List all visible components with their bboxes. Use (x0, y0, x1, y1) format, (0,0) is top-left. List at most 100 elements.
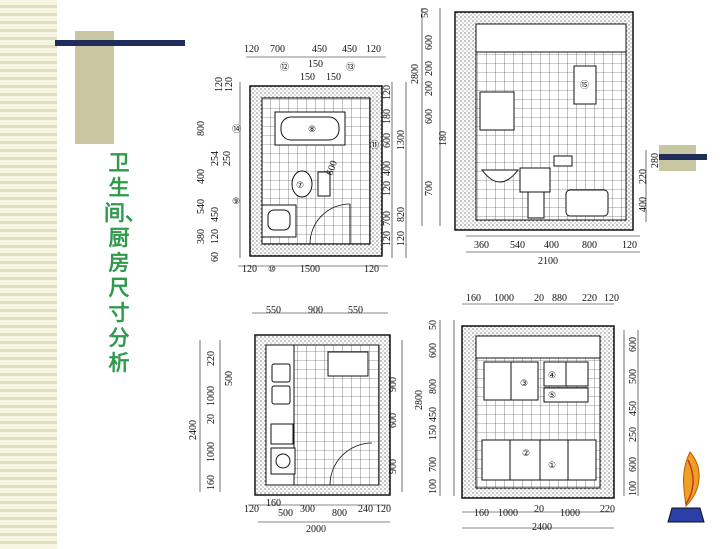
dim-label: 160 (206, 475, 217, 490)
kitchen-elevation (439, 303, 639, 529)
dim-label: 2800 (414, 390, 425, 410)
bathroom-plan-bottom-dims: 120 1500 120 (242, 264, 379, 275)
dim-label: 120 (224, 77, 235, 92)
dim-label: 300 (300, 504, 315, 515)
dim-label: 600 (428, 343, 439, 358)
dim-label: 550 (266, 305, 281, 316)
bathroom-elev-left-dims: 50 600 200 200 600 180 700 2800 (410, 8, 449, 196)
dim-label: 1000 (206, 386, 217, 406)
dim-label: 450 (312, 44, 327, 55)
dim-label: 200 (424, 81, 435, 96)
dim-label: 120 (622, 240, 637, 251)
dim-label: 800 (196, 121, 207, 136)
bathroom-plan (238, 56, 407, 267)
dim-label: 220 (582, 293, 597, 304)
kitchen-plan-bottom-dims: 120 160 500 300 800 240 120 2000 (244, 498, 391, 535)
dim-label: 254 (210, 151, 221, 166)
quill-ink-icon (667, 451, 705, 523)
dim-label: 700 (424, 181, 435, 196)
kitchen-plan-left-dims: 220 500 1000 20 1000 160 2400 (188, 351, 235, 490)
kitchen-elev-top-dims: 160 1000 20 880 220 120 (466, 293, 619, 304)
fixture-label: ⑮ (580, 80, 589, 91)
dim-label: 50 (420, 8, 431, 18)
decorative-navy-bar (55, 40, 185, 46)
kitchen-elev-labels: ④ ⑤ ③ ② ① (520, 371, 556, 471)
dim-label: 450 (342, 44, 357, 55)
dim-label: 600 (628, 457, 639, 472)
dim-label: 160 (266, 498, 281, 509)
dim-label: 600 (424, 35, 435, 50)
dim-label: 160 (474, 508, 489, 519)
dim-label: 120 (382, 85, 393, 100)
dim-label: 600 (324, 159, 339, 177)
dim-label: 2000 (306, 524, 326, 535)
decorative-stripes (0, 0, 57, 549)
dim-label: 250 (628, 427, 639, 442)
bathroom-elev-right-dims: 280 220 400 ⑮ (580, 80, 661, 212)
dim-label: 120 (382, 231, 393, 246)
dim-label: 900 (308, 305, 323, 316)
dim-label: 880 (552, 293, 567, 304)
dim-label: 20 (534, 293, 544, 304)
dim-label: 120 (376, 504, 391, 515)
bathroom-elev-bottom-dims: 360 540 400 800 120 2100 (474, 240, 637, 267)
dim-label: 540 (510, 240, 525, 251)
dim-label: 540 (196, 199, 207, 214)
fixture-label: ③ (520, 379, 528, 389)
dim-label: 800 (582, 240, 597, 251)
dim-label: 450 (210, 207, 221, 222)
dim-label: 20 (534, 504, 544, 515)
fixture-label: ④ (548, 371, 556, 381)
bathroom-elevation (421, 8, 647, 253)
bathroom-plan-labels: ⑫ ⑬ ⑧ ⑪ ⑭ ⑦ ⑨ ⑩ 600 (232, 62, 379, 275)
dim-label: 20 (206, 414, 217, 424)
dim-label: 600 (388, 413, 399, 428)
dim-label: 1500 (300, 264, 320, 275)
dim-label: 2400 (532, 522, 552, 533)
kitchen-elev-bottom-dims: 160 1000 20 1000 220 2400 (474, 504, 615, 533)
bathroom-plan-right-dims: 120 180 600 400 120 700 1300 820 120 120 (382, 85, 407, 246)
dim-label: 50 (428, 320, 439, 330)
dim-label: 250 (222, 151, 233, 166)
kitchen-elev-right-dims: 600 500 450 250 600 100 (628, 337, 639, 496)
dim-label: 700 (382, 211, 393, 226)
fixture-label: ⑭ (232, 124, 241, 135)
dim-label: 1000 (206, 442, 217, 462)
fixture-label: ⑧ (308, 125, 316, 135)
dim-label: 60 (210, 252, 221, 262)
dim-label: 120 (244, 504, 259, 515)
fixture-label: ② (522, 449, 530, 459)
bathroom-plan-top-dims: 120 700 450 450 120 150 150 150 (244, 44, 381, 83)
dim-label: 180 (438, 131, 449, 146)
dim-label: 600 (628, 337, 639, 352)
fixture-label: ⑩ (268, 265, 276, 275)
kitchen-elev-left-dims: 50 600 800 450 150 700 100 2800 (414, 320, 439, 494)
decorative-olive-block (75, 31, 114, 144)
slide-title: 卫生间、厨房尺寸分析 (104, 150, 146, 375)
dim-label: 400 (382, 161, 393, 176)
dim-label: 180 (382, 109, 393, 124)
dim-label: 2400 (188, 420, 199, 440)
dim-label: 900 (388, 459, 399, 474)
dim-label: 280 (650, 153, 661, 168)
dim-label: 500 (278, 508, 293, 519)
fixture-label: ⑬ (346, 62, 355, 73)
dim-label: 120 (604, 293, 619, 304)
dim-label: 120 (396, 231, 407, 246)
dim-label: 120 (242, 264, 257, 275)
dim-label: 700 (428, 457, 439, 472)
dim-label: 150 (326, 72, 341, 83)
decorative-navy-bar-right (659, 154, 707, 160)
dim-label: 100 (628, 481, 639, 496)
dim-label: 1300 (396, 130, 407, 150)
dim-label: 2100 (538, 256, 558, 267)
dim-label: 1000 (494, 293, 514, 304)
kitchen-plan-right-dims: 900 600 900 (388, 377, 399, 474)
dim-label: 400 (544, 240, 559, 251)
dim-label: 150 (308, 59, 323, 70)
dim-label: 120 (364, 264, 379, 275)
dim-label: 600 (382, 133, 393, 148)
dim-label: 500 (224, 371, 235, 386)
dim-label: 220 (638, 169, 649, 184)
